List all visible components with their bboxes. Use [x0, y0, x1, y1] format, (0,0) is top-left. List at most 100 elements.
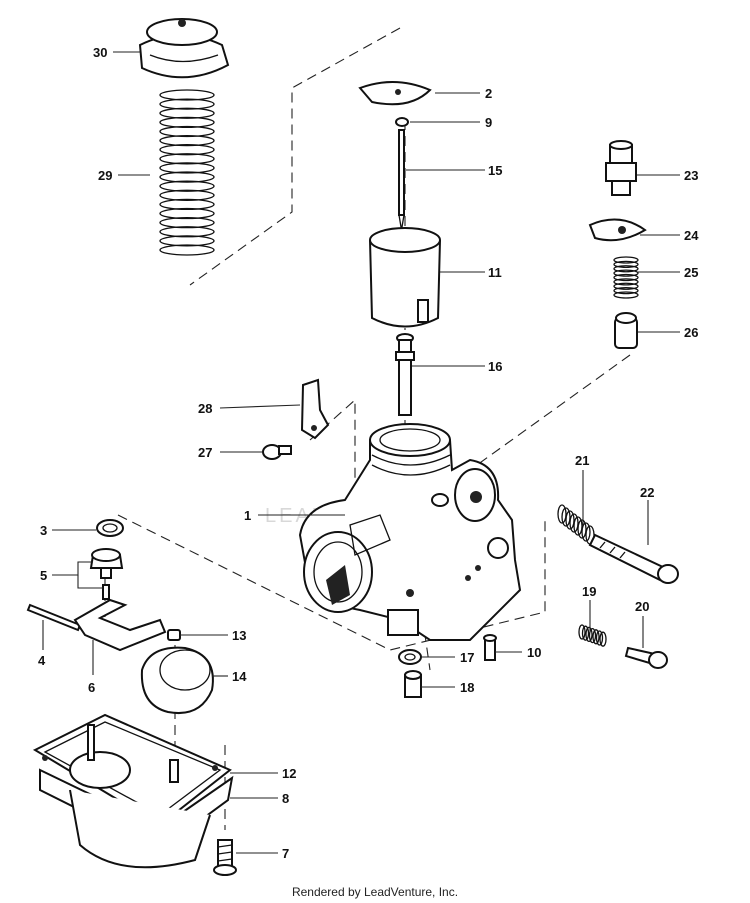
callout-12: 12: [282, 766, 296, 781]
spring-coil: [613, 265, 639, 273]
idle-spring-part: [578, 624, 607, 647]
valve-seat-part: [89, 548, 124, 600]
spring-coil: [588, 627, 597, 644]
bracket-part: [300, 378, 330, 440]
float-part: [140, 646, 214, 714]
small-spring-part: [613, 256, 639, 299]
spring-coil: [573, 516, 583, 536]
spring-coil: [613, 256, 639, 264]
callout-20: 20: [635, 599, 649, 614]
o-ring-part: [96, 519, 124, 537]
idle-screw-part: [624, 646, 668, 669]
callout-21: 21: [575, 453, 589, 468]
callout-18: 18: [460, 680, 474, 695]
pilot-screw-part: [588, 533, 679, 584]
needle-jet-part: [395, 333, 415, 416]
spring-coil: [569, 513, 579, 533]
spring-coil: [613, 278, 639, 286]
spring-coil: [613, 291, 639, 299]
callout-24: 24: [684, 228, 699, 243]
spring-coil: [595, 630, 604, 646]
callout-10: 10: [527, 645, 541, 660]
spring-coil: [557, 504, 567, 524]
spring-coil: [592, 629, 600, 645]
callout-4: 4: [38, 653, 46, 668]
small-cap-part: [167, 629, 181, 641]
footer-credit: Rendered by LeadVenture, Inc.: [291, 885, 459, 899]
leader-lines: [42, 51, 680, 854]
spring-coil: [159, 171, 215, 183]
spring-coil: [613, 269, 639, 277]
callout-22: 22: [640, 485, 654, 500]
spring-coil: [159, 198, 215, 211]
callout-30: 30: [93, 45, 107, 60]
pilot-spring-part: [557, 504, 595, 545]
spring-coil: [613, 282, 639, 290]
gasket-plate-part: [588, 218, 647, 242]
callout-5: 5: [40, 568, 47, 583]
clip-part: [395, 117, 409, 127]
spring-coil: [159, 89, 215, 101]
callout-7: 7: [282, 846, 289, 861]
spring-part: [159, 89, 215, 256]
spring-coil: [565, 510, 575, 530]
spring-coil: [159, 116, 215, 129]
spring-coil: [159, 216, 215, 229]
spring-coil: [613, 260, 639, 269]
spring-coil: [561, 507, 571, 527]
callout-labels: 30 29 2 9 15 11 16 23 24 25 26 28 27 1 3…: [38, 45, 699, 861]
pilot-jet-part: [483, 634, 497, 661]
callout-25: 25: [684, 265, 698, 280]
cap-part: [138, 18, 230, 79]
spring-coil: [159, 153, 215, 165]
spring-coil: [578, 624, 586, 640]
spring-coil: [159, 189, 215, 201]
spring-coil: [159, 144, 215, 156]
spring-coil: [159, 235, 215, 247]
spring-coil: [585, 626, 593, 643]
plunger-part: [614, 312, 638, 349]
spring-coil: [159, 226, 215, 238]
callout-1: 1: [244, 508, 251, 523]
spring-coil: [159, 107, 215, 119]
callout-14: 14: [232, 669, 247, 684]
screw-part: [262, 444, 292, 460]
needle-part: [398, 129, 405, 231]
main-jet-part: [404, 670, 422, 698]
callout-16: 16: [488, 359, 502, 374]
callout-19: 19: [582, 584, 596, 599]
pin-part: [26, 603, 82, 632]
fitting-part: [605, 140, 637, 196]
bolt-part: [213, 839, 237, 876]
spring-coil: [599, 631, 607, 647]
callout-17: 17: [460, 650, 474, 665]
plate-part: [358, 80, 432, 106]
callout-23: 23: [684, 168, 698, 183]
float-bowl-part: [32, 713, 234, 869]
callout-26: 26: [684, 325, 698, 340]
callout-28: 28: [198, 401, 212, 416]
washer-part: [398, 649, 422, 665]
carburetor-body: [298, 423, 522, 641]
callout-8: 8: [282, 791, 289, 806]
spring-coil: [159, 162, 215, 174]
callout-2: 2: [485, 86, 492, 101]
spring-coil: [577, 519, 587, 539]
callout-11: 11: [488, 265, 502, 280]
spring-coil: [159, 125, 215, 138]
slide-part: [369, 227, 441, 328]
callout-29: 29: [98, 168, 112, 183]
spring-coil: [613, 273, 639, 282]
spring-coil: [613, 286, 639, 295]
spring-coil: [581, 625, 590, 641]
callout-13: 13: [232, 628, 246, 643]
callout-15: 15: [488, 163, 502, 178]
spring-coil: [159, 98, 215, 110]
spring-coil: [159, 134, 215, 147]
spring-coil: [159, 244, 215, 256]
callout-3: 3: [40, 523, 47, 538]
float-arm-part: [73, 598, 167, 652]
callout-27: 27: [198, 445, 212, 460]
spring-coil: [159, 207, 215, 220]
callout-9: 9: [485, 115, 492, 130]
